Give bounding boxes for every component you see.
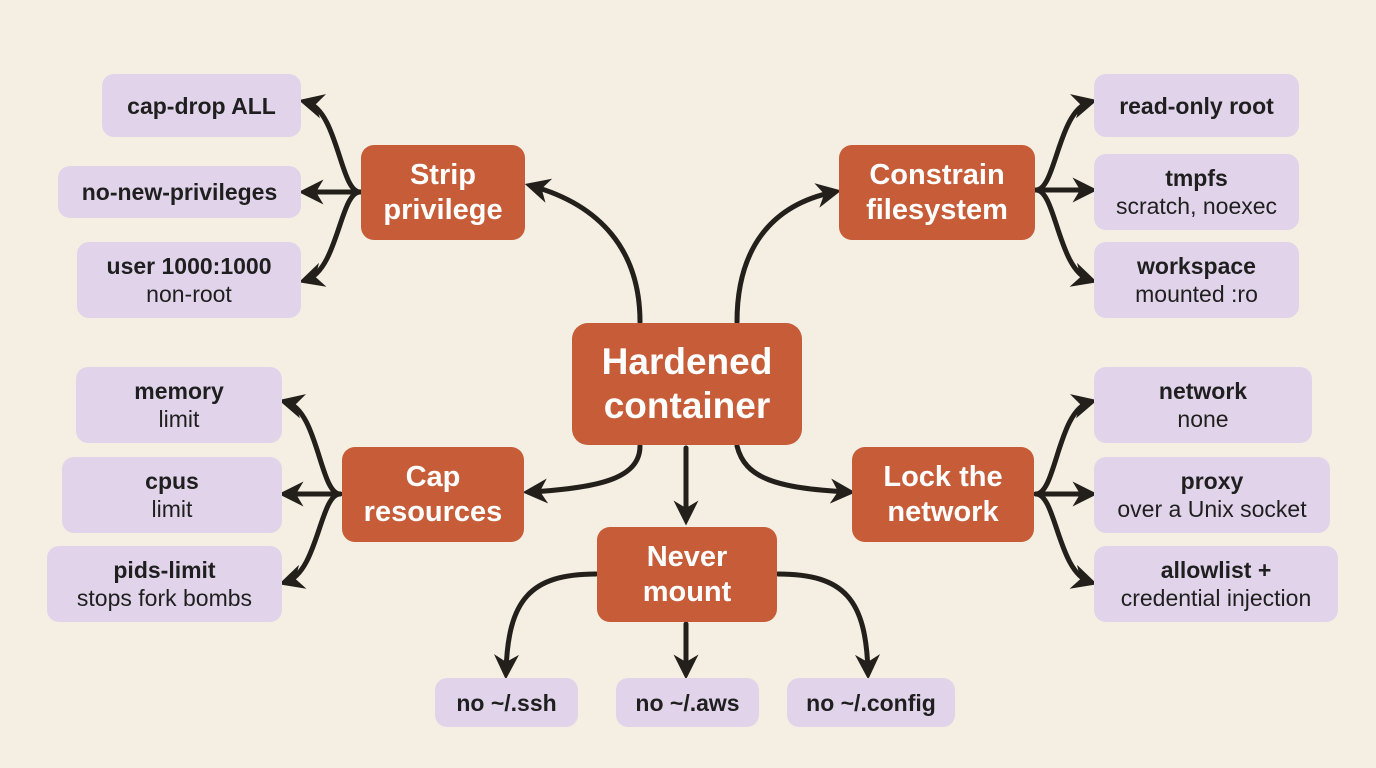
branch-net-line-1: Lock the	[883, 460, 1003, 493]
branch-net-line-2: network	[887, 495, 999, 528]
leaf-allowlist: allowlist + credential injection	[1094, 546, 1338, 622]
edge-fs-readonly	[1033, 94, 1098, 193]
edge-strip-capdrop	[298, 94, 363, 195]
edge-fs-workspace	[1033, 187, 1098, 287]
leaf-tmpfs: tmpfs scratch, noexec	[1094, 154, 1299, 230]
leaf-title: allowlist +	[1160, 557, 1272, 583]
leaf-subtitle: scratch, noexec	[1115, 193, 1278, 219]
branch-fs-line-2: filesystem	[866, 193, 1008, 226]
leaf-no-aws: no ~/.aws	[616, 678, 759, 727]
leaf-title: workspace	[1137, 253, 1256, 279]
leaf-title: read-only root	[1119, 92, 1274, 119]
branch-strip-line-1: Strip	[409, 158, 477, 191]
leaf-title: no ~/.ssh	[456, 689, 557, 716]
edge-net-allowlist	[1033, 491, 1098, 589]
leaf-subtitle: mounted :ro	[1135, 281, 1258, 307]
branch-never-line-2: mount	[642, 575, 732, 608]
leaf-read-only-root: read-only root	[1094, 74, 1299, 137]
leaf-title: proxy	[1180, 468, 1244, 494]
branch-never-mount: Never mount	[597, 527, 777, 622]
leaf-title: network	[1158, 378, 1248, 404]
branch-strip-privilege: Strip privilege	[361, 145, 525, 240]
leaf-cap-drop-all: cap-drop ALL	[102, 74, 301, 137]
leaf-subtitle: none	[1177, 406, 1229, 432]
edge-cap-pids	[278, 491, 343, 589]
leaf-subtitle: over a Unix socket	[1117, 496, 1307, 522]
center-line-2: container	[603, 385, 771, 426]
center-line-1: Hardened	[601, 341, 773, 382]
leaf-user-1000: user 1000:1000 non-root	[77, 242, 301, 318]
leaf-title: pids-limit	[113, 557, 216, 583]
leaf-memory: memory limit	[76, 367, 282, 443]
edge-net-network	[1033, 394, 1098, 497]
leaf-subtitle: limit	[151, 496, 193, 522]
branch-lock-the-network: Lock the network	[852, 447, 1034, 542]
center-node-hardened-container: Hardened container	[572, 323, 802, 445]
leaf-title: memory	[134, 378, 224, 404]
leaf-title: no ~/.config	[806, 689, 936, 716]
leaf-title: no-new-privileges	[81, 179, 278, 205]
edge-center-strip	[524, 178, 643, 325]
leaf-pids-limit: pids-limit stops fork bombs	[47, 546, 282, 622]
leaf-no-config: no ~/.config	[787, 678, 955, 727]
leaf-subtitle: limit	[158, 406, 200, 432]
leaf-title: cpus	[145, 468, 199, 494]
branch-cap-line-1: Cap	[405, 460, 461, 493]
edge-center-fs	[734, 183, 842, 325]
edge-center-cap	[522, 443, 643, 504]
edge-strip-user	[298, 189, 363, 287]
leaf-proxy: proxy over a Unix socket	[1094, 457, 1330, 533]
leaf-network-none: network none	[1094, 367, 1312, 443]
edge-never-config	[775, 571, 881, 680]
leaf-subtitle: non-root	[146, 281, 232, 307]
edge-cap-memory	[278, 394, 343, 497]
leaf-title: no ~/.aws	[635, 689, 740, 716]
leaf-title: user 1000:1000	[106, 253, 272, 279]
edge-never-ssh	[493, 571, 599, 680]
leaf-no-new-privileges: no-new-privileges	[58, 166, 301, 218]
edge-center-net	[734, 443, 856, 504]
branch-cap-resources: Cap resources	[342, 447, 524, 542]
leaf-workspace: workspace mounted :ro	[1094, 242, 1299, 318]
leaf-subtitle: credential injection	[1120, 585, 1312, 611]
branch-fs-line-1: Constrain	[869, 158, 1005, 191]
branch-never-line-1: Never	[646, 540, 728, 573]
branch-constrain-filesystem: Constrain filesystem	[839, 145, 1035, 240]
branch-cap-line-2: resources	[363, 495, 503, 528]
leaf-no-ssh: no ~/.ssh	[435, 678, 578, 727]
leaf-cpus: cpus limit	[62, 457, 282, 533]
leaf-title: tmpfs	[1165, 165, 1228, 191]
leaf-title: cap-drop ALL	[127, 92, 276, 119]
branch-strip-line-2: privilege	[383, 193, 503, 226]
leaf-subtitle: stops fork bombs	[76, 585, 253, 611]
